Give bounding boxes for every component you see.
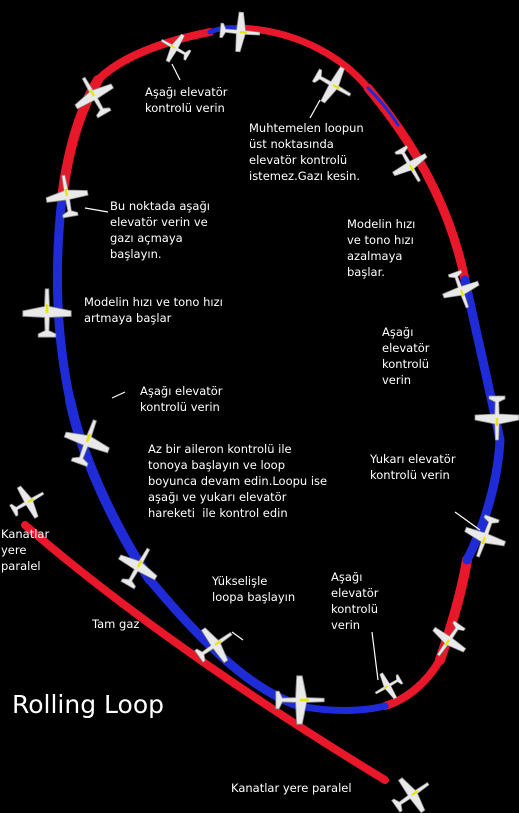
leader-lines (84, 63, 481, 681)
label-right-slowing: Modelin hızı ve tono hızı azalmaya başla… (347, 217, 416, 279)
diagram-title: Rolling Loop (12, 690, 164, 719)
label-right-down-elevator: Aşağı elevatör kontrolü verin (382, 325, 430, 387)
label-left-down-elevator: Aşağı elevatör kontrolü verin (140, 384, 223, 414)
label-left-speed-increase: Modelin hızı ve tono hızı artmaya başlar (84, 295, 223, 325)
label-climb-start: Yükselişle loopa başlayın (212, 574, 296, 604)
loop-ribbon-red (21, 24, 472, 784)
label-bottom-right-elevator: Aşağı elevatör kontrolü verin (331, 570, 379, 632)
label-wings-level-left: Kanatlar yere paralel (1, 527, 50, 573)
label-top-of-loop: Muhtemelen loopun üst noktasında elevatö… (249, 121, 364, 183)
label-right-up-elevator: Yukarı elevatör kontrolü verin (370, 452, 456, 482)
label-center-instructions: Az bir aileron kontrolü ile tonoya başla… (148, 442, 328, 520)
label-wings-level-bottom: Kanatlar yere paralel (231, 781, 352, 795)
label-full-throttle: Tam gaz (92, 617, 140, 631)
label-left-start-down: Bu noktada aşağı elevatör verin ve gazı … (110, 199, 210, 261)
label-top-left-elevator: Aşağı elevatör kontrolü verin (145, 85, 228, 115)
